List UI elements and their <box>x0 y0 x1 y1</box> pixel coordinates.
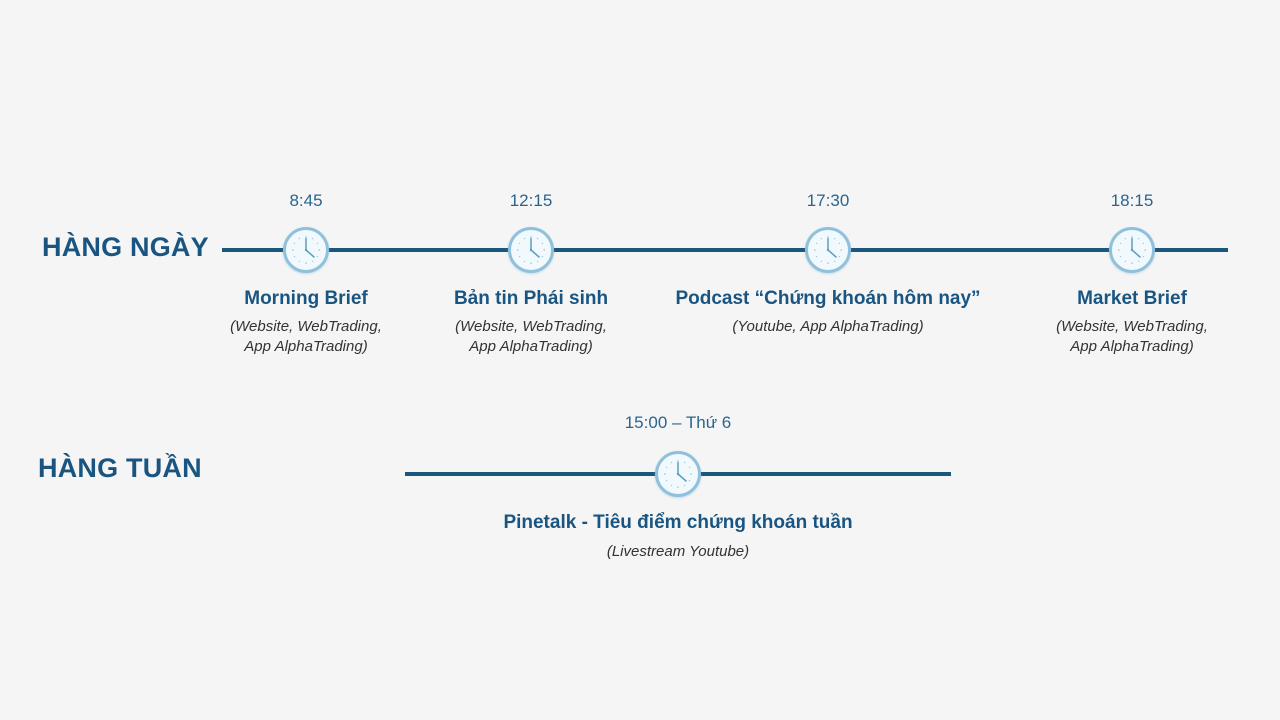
subtitle-line: (Website, WebTrading, <box>230 318 382 335</box>
subtitle-line: (Website, WebTrading, <box>455 318 607 335</box>
section-label-weekly: HÀNG TUẦN <box>38 453 202 483</box>
milestone-time: 18:15 <box>1110 191 1154 210</box>
clock-icon <box>508 227 554 273</box>
subtitle-line: (Youtube, App AlphaTrading) <box>732 318 924 335</box>
milestone-title: Bản tin Phái sinh <box>453 288 609 309</box>
subtitle-line: (Livestream Youtube) <box>606 543 750 560</box>
milestone-title: Pinetalk - Tiêu điểm chứng khoán tuần <box>503 512 853 533</box>
clock-icon <box>283 227 329 273</box>
clock-icon <box>655 451 701 497</box>
milestone-title: Morning Brief <box>244 288 368 309</box>
section-label-daily: HÀNG NGÀY <box>42 232 209 262</box>
subtitle-line: (Website, WebTrading, <box>1056 318 1208 335</box>
milestone-subtitle: (Livestream Youtube) <box>607 542 749 562</box>
timeline-axis-daily <box>222 248 1228 252</box>
milestone-title: Podcast “Chứng khoán hôm nay” <box>675 288 981 309</box>
milestone-time: 17:30 <box>806 191 850 210</box>
subtitle-line: App AlphaTrading) <box>469 337 593 355</box>
subtitle-line: App AlphaTrading) <box>244 337 368 355</box>
clock-icon <box>1109 227 1155 273</box>
milestone-time: 15:00 – Thứ 6 <box>624 413 732 432</box>
milestone-time: 12:15 <box>509 191 553 210</box>
milestone-time: 8:45 <box>289 191 323 210</box>
milestone-subtitle: (Website, WebTrading, App AlphaTrading) <box>455 317 607 357</box>
subtitle-line: App AlphaTrading) <box>1070 337 1194 355</box>
milestone-subtitle: (Website, WebTrading, App AlphaTrading) <box>230 317 382 357</box>
clock-icon <box>805 227 851 273</box>
milestone-title: Market Brief <box>1077 288 1187 309</box>
milestone-subtitle: (Website, WebTrading, App AlphaTrading) <box>1056 317 1208 357</box>
milestone-subtitle: (Youtube, App AlphaTrading) <box>732 317 923 337</box>
